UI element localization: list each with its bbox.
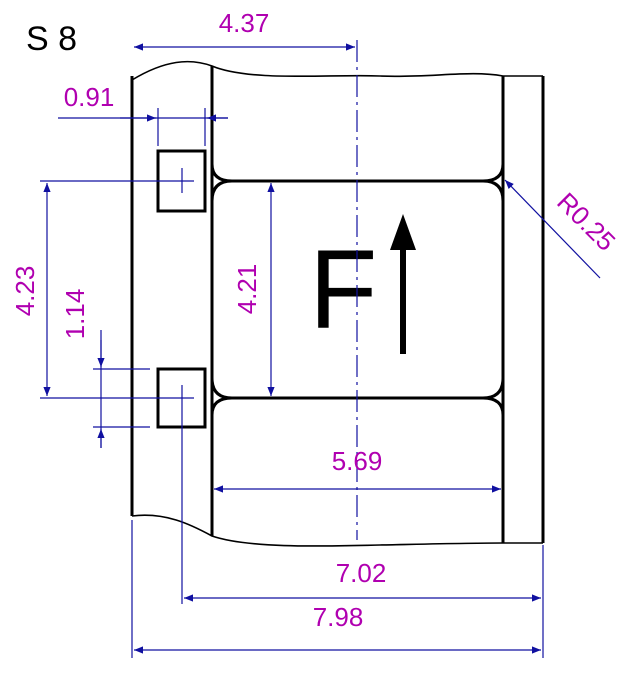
film-bottom-cut: [131, 514, 543, 547]
dim-0-91-label: 0.91: [64, 82, 115, 112]
film-orientation-letter: F: [309, 227, 377, 352]
dim-5-69-label: 5.69: [332, 446, 383, 476]
dim-4-23-label: 4.23: [10, 266, 40, 317]
film-top-cut: [131, 60, 543, 81]
dim-1-14-label: 1.14: [60, 289, 90, 340]
dim-7-02-label: 7.02: [336, 558, 387, 588]
center-lines: [170, 40, 358, 604]
dim-r0-25-leader: [504, 179, 601, 279]
format-title: S 8: [26, 20, 77, 58]
orientation-arrow-head: [390, 214, 416, 250]
dim-4-37-label: 4.37: [219, 8, 270, 38]
dimension-lines: [40, 43, 601, 658]
dim-r0-25-label: R0.25: [551, 186, 621, 256]
dim-7-98-label: 7.98: [313, 602, 364, 632]
dim-4-21-label: 4.21: [232, 264, 262, 315]
